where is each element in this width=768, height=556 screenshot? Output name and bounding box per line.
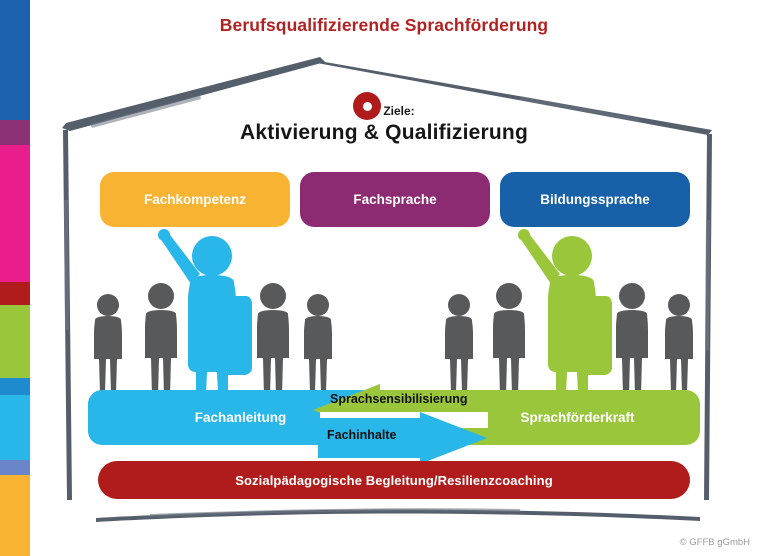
copyright-notice: © GFFB gGmbH	[679, 537, 750, 548]
color-strip-segment-2	[0, 145, 30, 282]
role-label: Sprachförderkraft	[520, 410, 635, 425]
support-bar-sozialpaedagogische-begleitung[interactable]: Sozialpädagogische Begleitung/Resilienzc…	[98, 461, 690, 499]
role-label: Fachanleitung	[194, 410, 287, 425]
goals-eyebrow: Ziele:	[383, 104, 415, 118]
page-title: Berufsqualifizierende Sprachförderung	[219, 15, 549, 35]
wall-right-texture	[705, 220, 710, 350]
color-strip-segment-1	[0, 120, 30, 145]
goals-block: Ziele: Aktivierung & Qualifizierung	[0, 92, 768, 145]
pillar-fachsprache[interactable]: Fachsprache	[300, 172, 490, 227]
goals-headline: Aktivierung & Qualifizierung	[240, 121, 528, 144]
pillar-fachkompetenz[interactable]: Fachkompetenz	[100, 172, 290, 227]
color-strip-segment-5	[0, 378, 30, 395]
arrow-label-fachinhalte: Fachinhalte	[327, 428, 397, 442]
roof-left-slope-texture	[90, 95, 201, 128]
wall-left-texture	[64, 200, 69, 330]
color-strip-segment-8	[0, 475, 30, 556]
color-strip-segment-4	[0, 305, 30, 378]
arrow-blue-right	[318, 412, 487, 464]
pillar-label: Bildungssprache	[540, 192, 650, 207]
arrow-label-sprachsensibilisierung: Sprachsensibilisierung	[330, 392, 468, 406]
pillar-label: Fachkompetenz	[143, 192, 247, 207]
goals-row: Ziele:	[0, 92, 768, 120]
pillar-label: Fachsprache	[353, 192, 437, 207]
color-strip-segment-7	[0, 460, 30, 475]
color-strip-segment-0	[0, 0, 30, 120]
color-strip-segment-6	[0, 395, 30, 460]
brand-color-strip	[0, 0, 30, 556]
color-strip-segment-3	[0, 282, 30, 305]
house-base-line-shadow	[150, 508, 520, 517]
role-bar-sprachfoerderkraft[interactable]: Sprachförderkraft	[455, 390, 700, 445]
support-label: Sozialpädagogische Begleitung/Resilienzc…	[235, 472, 553, 488]
pillar-bildungssprache[interactable]: Bildungssprache	[500, 172, 690, 227]
target-icon	[353, 92, 382, 120]
roof-left-slope	[62, 57, 325, 131]
roof-right-slope-texture	[519, 96, 640, 122]
